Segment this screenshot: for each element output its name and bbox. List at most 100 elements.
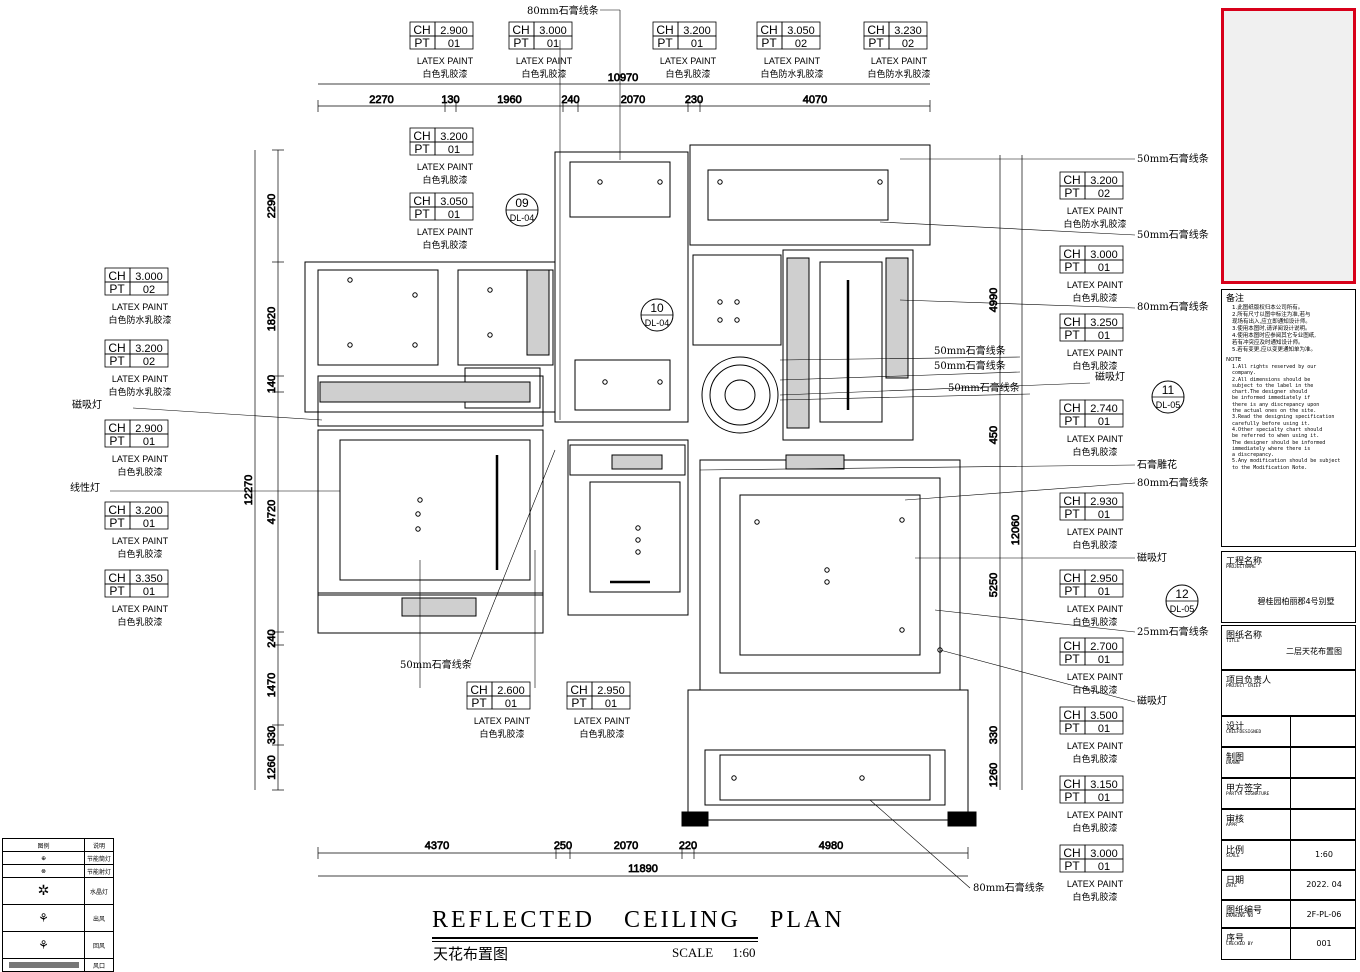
tag-material-en: LATEX PAINT: [1067, 527, 1124, 537]
air-vent: [526, 269, 550, 356]
tag-ch-value: 2.900: [440, 25, 468, 37]
tag-ch-label: CH: [413, 194, 430, 208]
room-outline: [707, 169, 889, 221]
tag-ch-label: CH: [1063, 315, 1080, 329]
tag-ch-label: CH: [570, 683, 587, 697]
dimension-overall-top: 10970: [608, 72, 639, 84]
dimension-left: 1820: [266, 307, 278, 331]
tag-pt-label: PT: [868, 36, 884, 50]
downlight-icon: ⊕: [1, 851, 86, 865]
tag-pt-value: 01: [1098, 654, 1110, 666]
tag-ch-label: CH: [1063, 639, 1080, 653]
tag-ch-value: 2.700: [1090, 641, 1118, 653]
downlight-icon: [417, 497, 423, 503]
title-sub: TITLE: [1226, 639, 1240, 644]
leader-line: [779, 382, 1091, 396]
tag-pt-value: 01: [143, 436, 155, 448]
room-outline: [569, 161, 671, 218]
tag-ch-label: CH: [108, 269, 125, 283]
legend-item: 水晶灯: [84, 877, 114, 905]
tag-pt-label: PT: [761, 36, 777, 50]
scale-label: 比例: [1226, 846, 1245, 856]
tag-material-cn: 白色防水乳胶漆: [108, 314, 171, 326]
section-reference: DL-04: [645, 318, 670, 328]
room-outline: [719, 754, 931, 801]
tag-material-cn: 白色乳胶漆: [579, 728, 624, 740]
room-outline: [719, 477, 941, 674]
tag-ch-value: 3.500: [1090, 710, 1118, 722]
tag-box: [888, 35, 928, 50]
chandelier-icon: ✲: [1, 877, 86, 905]
dimension-top: 230: [685, 94, 703, 106]
dimension-left: 1260: [266, 755, 278, 779]
tag-ch-value: 3.200: [135, 505, 163, 517]
tag-material-en: LATEX PAINT: [417, 227, 474, 237]
dimension-right: 1260: [988, 763, 1000, 787]
title-label: 图纸名称: [1226, 631, 1263, 641]
downlight-icon: [731, 775, 737, 781]
dimension-overall-bottom: 11890: [628, 863, 658, 875]
designer-sub: CHIEFDESIGNED: [1226, 730, 1262, 735]
drawing-no-value: 2F-PL-06: [1306, 910, 1342, 919]
dimension-left: 330: [266, 726, 278, 744]
tag-ch-label: CH: [1063, 173, 1080, 187]
tag-box: [1084, 651, 1124, 666]
air-vent: [401, 597, 477, 617]
section-number: 10: [650, 301, 664, 315]
room-outline: [317, 375, 544, 427]
chandelier-ring: [724, 379, 756, 411]
downlight-icon: [657, 179, 663, 185]
tag-material-en: LATEX PAINT: [1067, 348, 1124, 358]
downlight-icon: [657, 379, 663, 385]
annotation-callout: 50mm石膏线条: [1137, 228, 1209, 241]
downlight-icon: [347, 342, 353, 348]
round-ceiling-inner: [709, 364, 771, 426]
annotation-callout: 50mm石膏线条: [1137, 152, 1209, 165]
tag-pt-label: PT: [571, 696, 587, 710]
leader-line: [939, 649, 1136, 703]
section-reference: DL-04: [510, 213, 535, 223]
downlight-icon: [824, 567, 830, 573]
tag-pt-label: PT: [109, 584, 125, 598]
seq-cell: 序号 CHECKED BY 001: [1221, 928, 1356, 960]
tag-ch-label: CH: [1063, 571, 1080, 585]
scale-cell: 比例 SCALE 1:60: [1221, 840, 1356, 870]
tag-ch-label: CH: [108, 341, 125, 355]
downlight-icon: [899, 627, 905, 633]
date-value: 2022. 04: [1306, 880, 1342, 889]
annotation-callout: 线性灯: [70, 481, 100, 494]
downlight-icon: [937, 647, 943, 653]
downlight-icon: [877, 179, 883, 185]
tag-ch-value: 2.740: [1090, 403, 1118, 415]
tag-pt-label: PT: [471, 696, 487, 710]
tag-material-en: LATEX PAINT: [112, 374, 169, 384]
notes-en: 1.All rights reserved by our company. 2.…: [1232, 364, 1341, 471]
air-vent: [786, 257, 810, 429]
downlight-icon: [734, 317, 740, 323]
tag-ch-value: 3.050: [787, 25, 815, 37]
tag-pt-value: 01: [448, 38, 460, 50]
dimension-left: 240: [266, 629, 278, 647]
leader-line: [132, 407, 323, 421]
leader-line: [469, 449, 556, 663]
annotation-callout: 50mm石膏线条: [400, 658, 472, 671]
legend-header-symbol: 图例: [1, 838, 86, 852]
leader-line: [699, 464, 1136, 471]
leader-line: [934, 609, 1136, 633]
dimension-right: 5250: [988, 573, 1000, 597]
tag-box: [781, 35, 821, 50]
tag-material-en: LATEX PAINT: [474, 716, 531, 726]
drawing-no-sub: DRAWING NO: [1226, 914, 1254, 919]
tag-material-en: LATEX PAINT: [1067, 810, 1124, 820]
tag-pt-label: PT: [414, 142, 430, 156]
tag-pt-label: PT: [109, 354, 125, 368]
